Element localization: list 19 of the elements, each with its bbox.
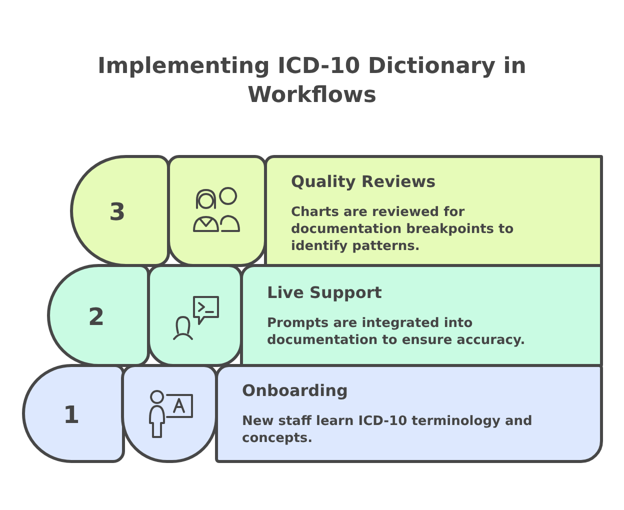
step-number: 1 [63, 401, 80, 429]
step-heading: Quality Reviews [291, 172, 436, 192]
step-description: New staff learn ICD-10 terminology and concepts. [242, 413, 534, 447]
step-panel [240, 264, 603, 367]
icon-segment [147, 264, 243, 367]
step-number-segment [47, 264, 150, 367]
step-panel [215, 364, 603, 463]
diagram-title: Implementing ICD-10 Dictionary in Workflows [96, 53, 528, 110]
step-panel [264, 155, 603, 267]
icon-segment [121, 364, 218, 463]
step-description: Prompts are integrated into documentation to ensure accuracy. [267, 315, 526, 349]
step-heading: Live Support [267, 283, 382, 303]
step-number-segment [70, 155, 170, 267]
step-number: 2 [88, 303, 105, 331]
step-number-segment [22, 364, 125, 463]
icon-segment [167, 155, 267, 267]
step-description: Charts are reviewed for documentation breakpoints to identify patterns. [291, 204, 515, 255]
step-heading: Onboarding [242, 381, 348, 401]
step-number: 3 [109, 198, 126, 226]
